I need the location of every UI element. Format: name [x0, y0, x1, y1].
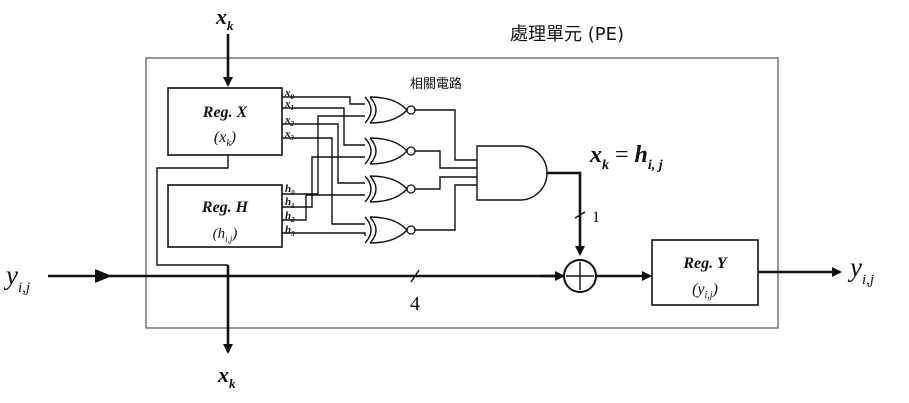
- x-bit-labels: x0 x1 x2 x3: [284, 87, 295, 142]
- svg-text:h2: h2: [285, 210, 295, 224]
- svg-text:x3: x3: [284, 128, 295, 142]
- bus-width-eq: 1: [592, 209, 600, 226]
- bus-tick-y: [410, 269, 420, 283]
- svg-text:Reg. X: Reg. X: [202, 104, 248, 121]
- xor-input-wiring: [282, 96, 366, 236]
- svg-text:xk: xk: [217, 362, 236, 391]
- xnor-gate-1: [364, 137, 416, 165]
- and-gate: [476, 145, 548, 201]
- input-yij: yi,j: [3, 260, 30, 296]
- yij-mid-arrow: [95, 269, 112, 283]
- reg-h-box: Reg. H (hi,j): [167, 184, 283, 248]
- reg-y-box: Reg. Y (yi,j): [651, 239, 759, 306]
- bus-width-y: 4: [410, 293, 420, 315]
- output-yij: yi,j: [847, 252, 874, 288]
- and-input-wiring: [415, 109, 477, 231]
- xnor-gate-2: [364, 175, 416, 203]
- svg-text:(hi,j): (hi,j): [213, 226, 238, 244]
- bus-tick-eq: [574, 211, 586, 219]
- output-xk-bottom: xk: [217, 362, 236, 391]
- svg-text:xk = hi, j: xk = hi, j: [589, 142, 663, 173]
- svg-text:Reg. H: Reg. H: [201, 199, 249, 216]
- reg-x-box: Reg. X (xk): [167, 87, 283, 156]
- svg-text:h0: h0: [285, 183, 295, 197]
- svg-text:yi,j: yi,j: [847, 252, 874, 288]
- xk-passthrough-wire: [156, 155, 229, 266]
- xnor-gate-0: [364, 96, 416, 124]
- pe-boundary: [145, 57, 779, 329]
- svg-text:x2: x2: [284, 114, 295, 128]
- adder-circle: [563, 259, 597, 293]
- correlation-circuit-label: 相關電路: [410, 76, 462, 92]
- svg-text:(xk): (xk): [214, 129, 236, 149]
- h-bit-labels: h0 h1 h2 h3: [285, 183, 295, 238]
- pe-title: 處理單元 (PE): [510, 24, 624, 45]
- input-xk-top: xk: [215, 4, 234, 33]
- svg-text:Reg. Y: Reg. Y: [682, 255, 727, 272]
- equality-label: xk = hi, j: [589, 142, 663, 173]
- equality-wire: [547, 171, 585, 256]
- svg-text:yi,j: yi,j: [3, 260, 30, 296]
- svg-text:xk: xk: [215, 4, 234, 33]
- xnor-gate-3: [364, 216, 416, 244]
- svg-text:h3: h3: [285, 224, 295, 238]
- svg-text:h1: h1: [285, 196, 295, 210]
